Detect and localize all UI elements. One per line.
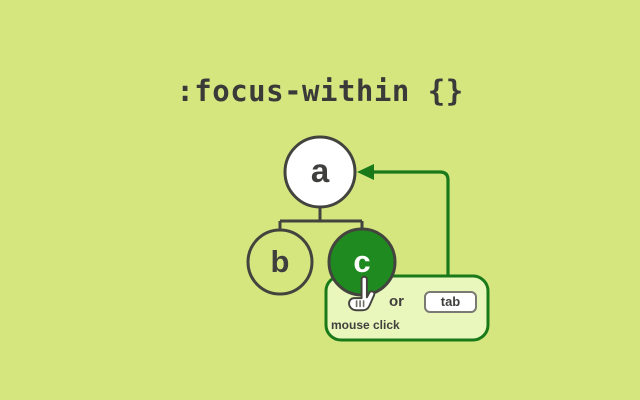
tab-key-button[interactable]: tab	[424, 291, 477, 313]
arrowhead-icon	[357, 164, 374, 180]
focus-propagation-arrow	[357, 164, 450, 292]
page-title: :focus-within {}	[176, 74, 464, 108]
tree-connectors	[278, 207, 364, 231]
mouse-click-caption: mouse click	[331, 318, 400, 332]
tree-node-a[interactable]	[283, 135, 357, 209]
tree-node-b[interactable]	[246, 228, 314, 296]
callout-conjunction-label: or	[389, 293, 404, 310]
hand-pointer-icon	[348, 275, 376, 312]
